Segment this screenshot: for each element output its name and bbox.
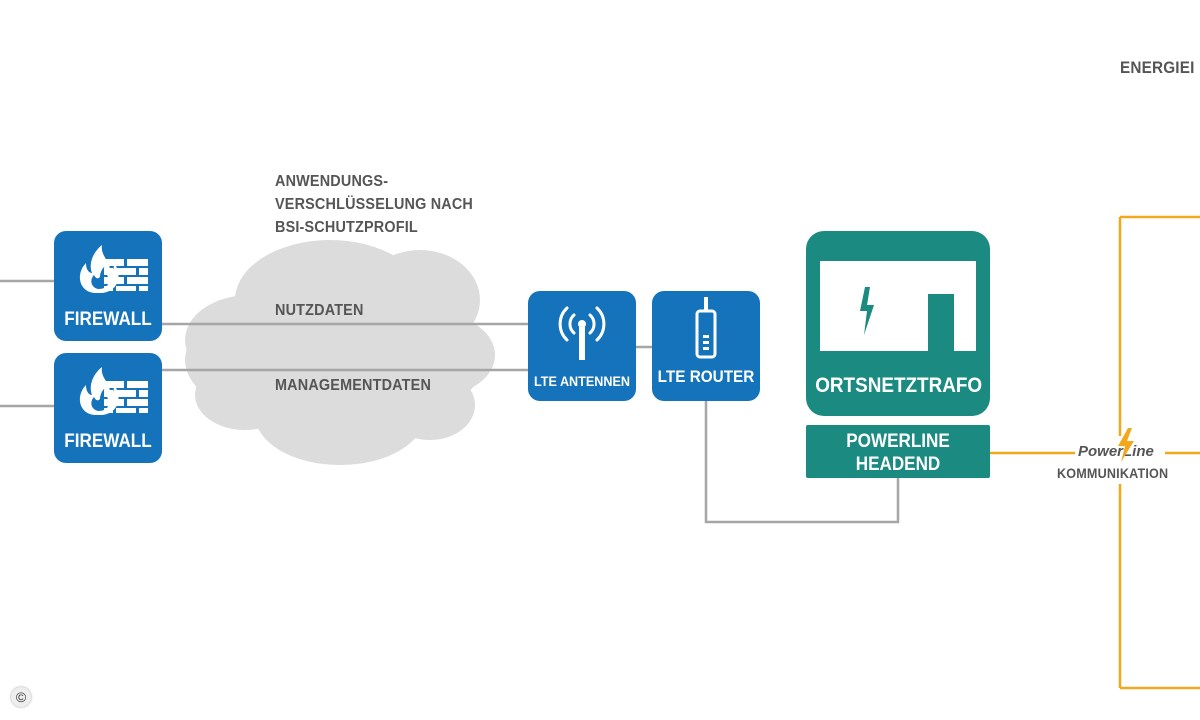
lte-router-node[interactable]: LTE ROUTER bbox=[652, 291, 760, 401]
powerline-caption: KOMMUNIKATION bbox=[1057, 465, 1169, 481]
powerline-logo: PowerLine bbox=[1078, 443, 1154, 460]
encryption-note-line-1: ANWENDUNGS- bbox=[275, 173, 389, 190]
lightning-icon bbox=[860, 287, 874, 335]
transformer-label: ORTSNETZTRAFO bbox=[815, 374, 983, 397]
line-router-headend bbox=[704, 400, 900, 524]
powerline-headend-node[interactable]: POWERLINE HEADEND bbox=[806, 425, 990, 478]
cloud-shape bbox=[185, 240, 495, 465]
label-management-data: MANAGEMENTDATEN bbox=[275, 377, 432, 394]
firewall-top-label: FIREWALL bbox=[64, 309, 152, 330]
powerline-bolt-icon bbox=[1118, 428, 1134, 462]
encryption-note-line-3: BSI-SCHUTZPROFIL bbox=[275, 219, 418, 236]
brick-wall-icon bbox=[104, 381, 148, 413]
copyright-badge: © bbox=[11, 687, 31, 707]
firewall-bottom-label: FIREWALL bbox=[64, 431, 152, 452]
antenna-icon bbox=[558, 306, 606, 360]
headend-label-line-2: HEADEND bbox=[855, 454, 941, 475]
section-title: ENERGIEI bbox=[1120, 58, 1195, 77]
firewall-top-node[interactable]: FIREWALL bbox=[54, 231, 162, 341]
meter-icon bbox=[928, 294, 954, 351]
powerline-logo-text-2: Line bbox=[1123, 443, 1154, 460]
lte-antenna-node[interactable]: LTE ANTENNEN bbox=[528, 291, 636, 401]
firewall-bottom-node[interactable]: FIREWALL bbox=[54, 353, 162, 463]
transformer-node[interactable]: ORTSNETZTRAFO bbox=[806, 231, 990, 416]
lte-router-label: LTE ROUTER bbox=[657, 367, 755, 386]
headend-label-line-1: POWERLINE bbox=[846, 431, 950, 452]
powerline-logo-text-1: Power bbox=[1078, 443, 1124, 460]
label-user-data: NUTZDATEN bbox=[275, 302, 364, 319]
encryption-note-line-2: VERSCHLÜSSELUNG NACH bbox=[275, 196, 474, 213]
lte-antenna-label: LTE ANTENNEN bbox=[534, 373, 630, 389]
router-icon bbox=[695, 297, 717, 359]
brick-wall-icon bbox=[104, 259, 148, 291]
